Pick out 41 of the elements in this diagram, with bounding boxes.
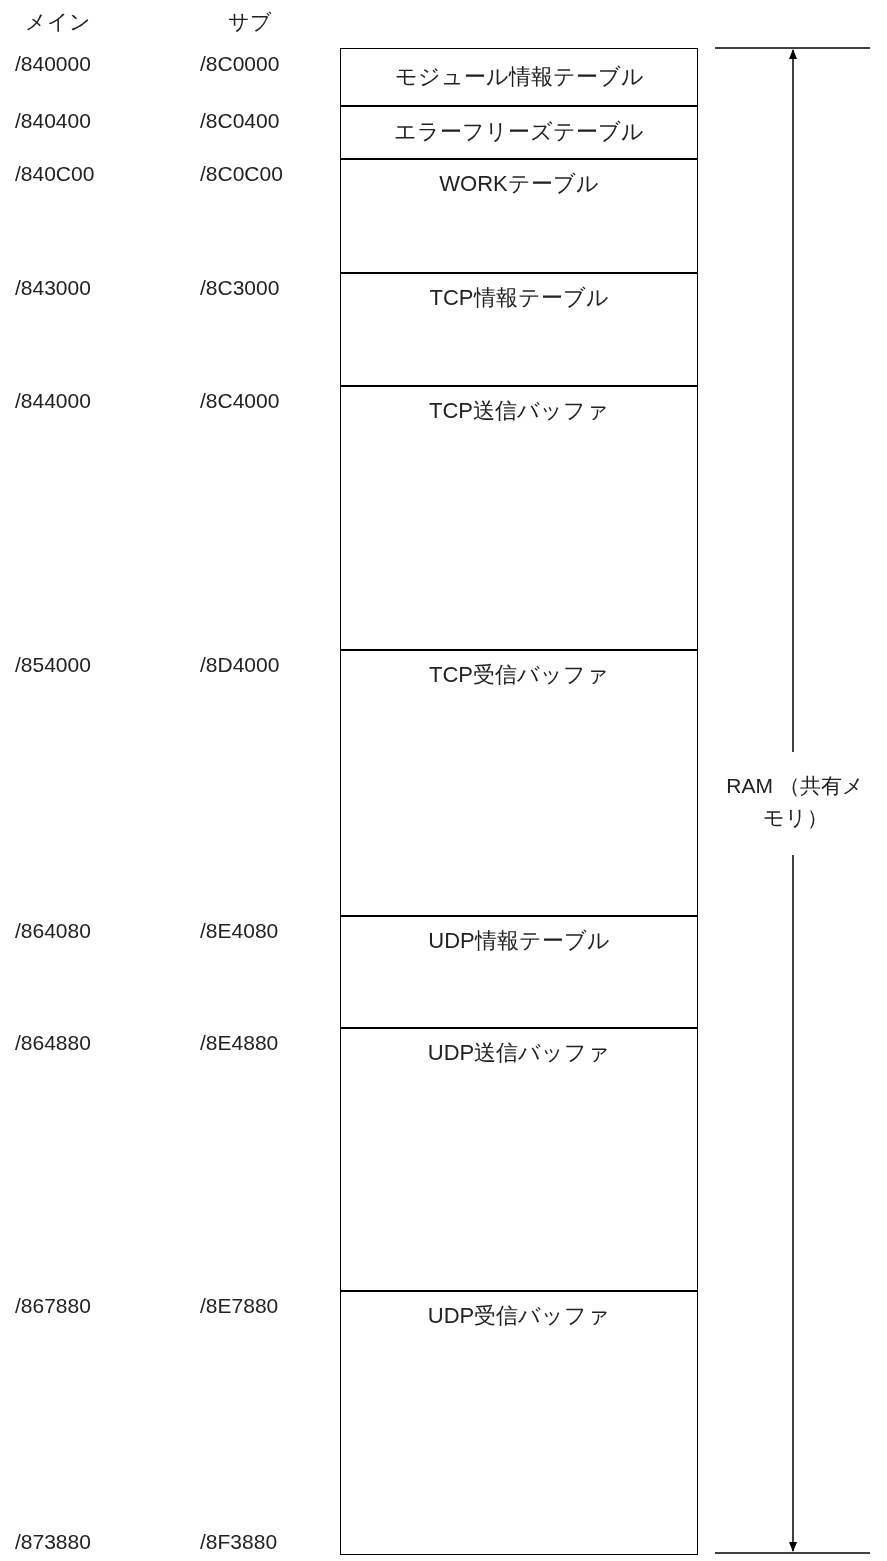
address-label: /864080: [15, 919, 91, 943]
address-label: /8C0C00: [200, 162, 283, 186]
dimension-label: RAM （共有メモリ）: [725, 773, 865, 831]
address-label: /8F3880: [200, 1530, 278, 1554]
address-label: /8E4880: [200, 1031, 279, 1055]
address-label: /8E7880: [200, 1294, 279, 1318]
memory-region: [340, 158, 698, 274]
address-label: /8D4000: [200, 653, 280, 677]
region-label: WORKテーブル: [439, 170, 599, 198]
column-header: メイン: [25, 9, 91, 35]
memory-region: [340, 915, 698, 1029]
address-label: /867880: [15, 1294, 91, 1318]
address-label: /840C00: [15, 162, 95, 186]
address-label: /873880: [15, 1530, 91, 1554]
region-label: TCP送信バッファ: [429, 397, 609, 425]
memory-region: [340, 1290, 698, 1555]
memory-region: [340, 385, 698, 651]
region-label: エラーフリーズテーブル: [394, 118, 644, 147]
memory-region: [340, 272, 698, 387]
region-label: UDP情報テーブル: [428, 927, 610, 955]
region-label: UDP受信バッファ: [427, 1302, 611, 1330]
memory-region: [340, 1027, 698, 1292]
region-label: モジュール情報テーブル: [394, 63, 644, 92]
memory-region: [340, 105, 698, 160]
address-label: /864880: [15, 1031, 91, 1055]
address-label: /840400: [15, 109, 91, 133]
memory-region: [340, 649, 698, 917]
region-label: TCP受信バッファ: [429, 661, 609, 689]
address-label: /843000: [15, 276, 91, 300]
address-label: /840000: [15, 52, 91, 76]
address-label: /854000: [15, 653, 91, 677]
address-label: /844000: [15, 389, 91, 413]
address-label: /8C4000: [200, 389, 280, 413]
column-header: サブ: [228, 9, 272, 35]
region-label: UDP送信バッファ: [427, 1039, 611, 1067]
address-label: /8E4080: [200, 919, 279, 943]
address-label: /8C3000: [200, 276, 280, 300]
region-label: TCP情報テーブル: [429, 284, 609, 312]
address-label: /8C0000: [200, 52, 280, 76]
memory-region: [340, 48, 698, 107]
address-label: /8C0400: [200, 109, 280, 133]
